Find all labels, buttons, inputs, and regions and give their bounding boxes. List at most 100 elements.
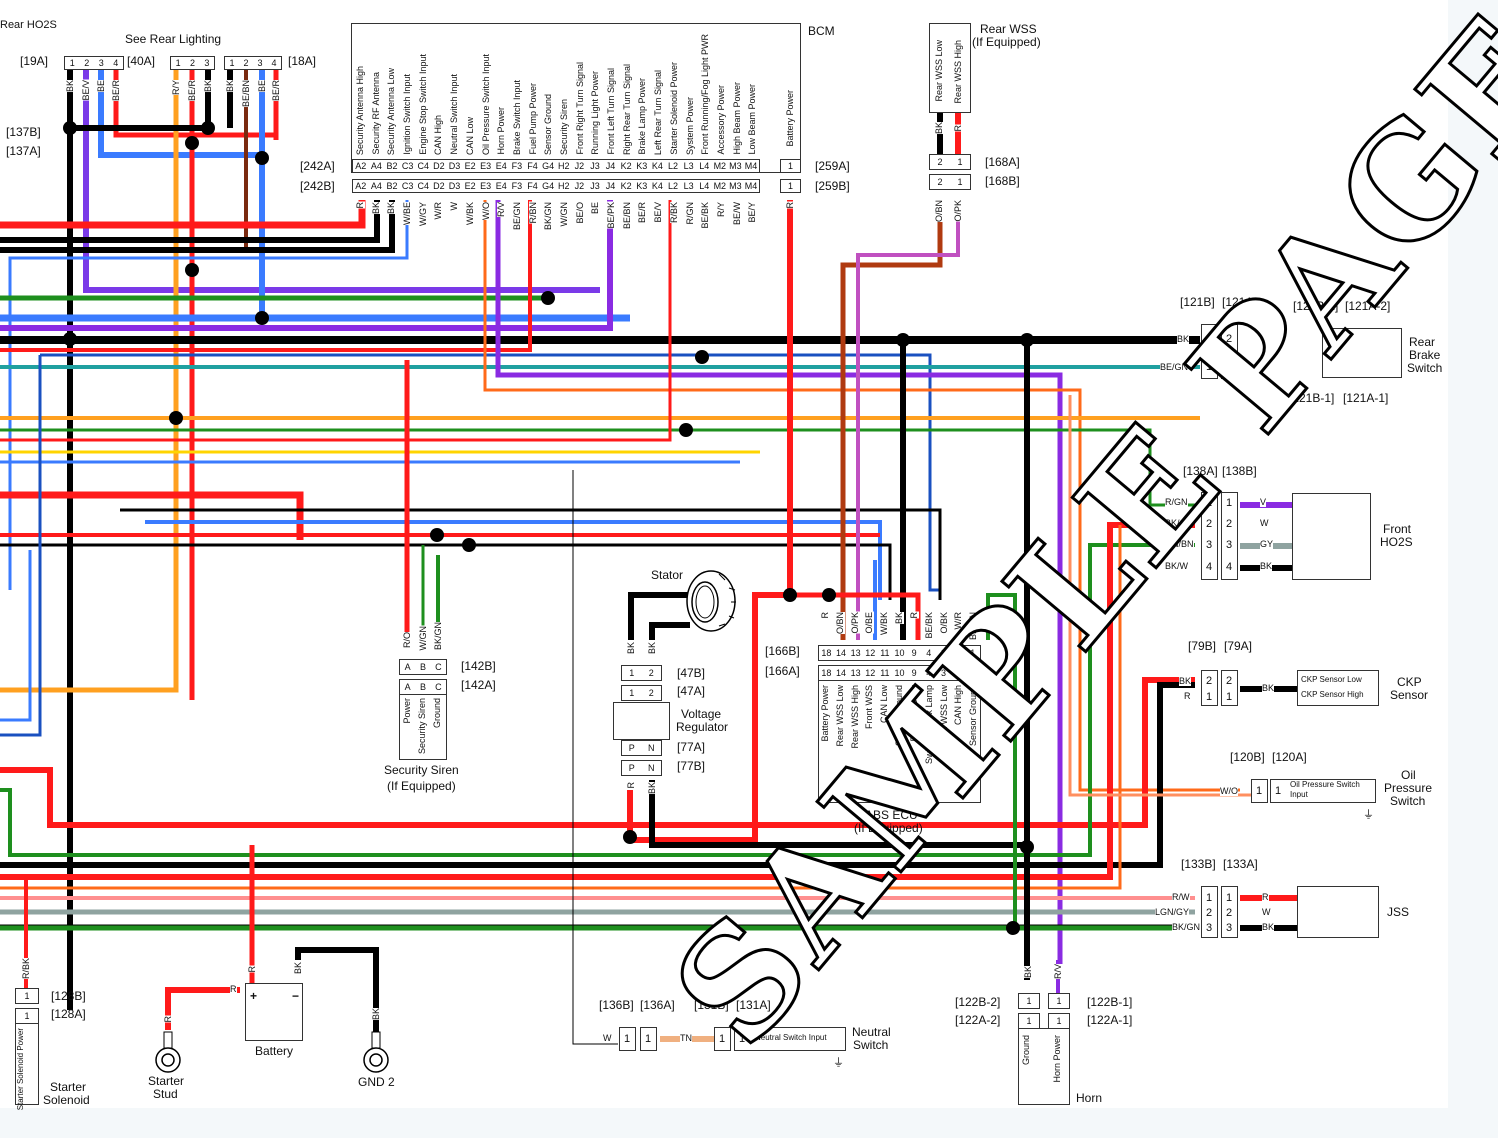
connector-136b	[619, 1027, 636, 1051]
connector-138b	[1221, 492, 1238, 580]
rear-brake-switch-module	[1322, 328, 1402, 378]
wire-label: W	[1260, 518, 1269, 528]
wire-label: R/Y	[171, 80, 181, 96]
connector-121a	[1221, 324, 1238, 379]
bcm-pin: B2	[386, 161, 398, 171]
splice	[462, 538, 476, 552]
splice	[541, 291, 555, 305]
wire-label: BK	[370, 202, 381, 215]
pin-label: 4	[1206, 561, 1213, 573]
bcm-pin: L2	[667, 161, 678, 171]
wire-r-a2	[0, 200, 366, 229]
wire-r-lower2	[0, 522, 1195, 880]
splice	[1020, 840, 1034, 854]
bcm-function-label: Left Rear Turn Signal	[653, 69, 664, 155]
splice	[185, 263, 199, 277]
wire-label: W/R	[433, 202, 444, 220]
bcm-pin: M2	[713, 181, 727, 191]
connector-136b-label: [136B]	[599, 998, 634, 1012]
wire-label: BE/O	[574, 202, 585, 224]
bcm-pin: J4	[605, 161, 616, 171]
pin-label: 1	[624, 1033, 631, 1045]
pin-label: 1	[1226, 361, 1233, 373]
pin-label: 1	[1206, 892, 1213, 904]
stator-title: Stator	[651, 568, 684, 582]
starter-stud-title-1: Starter	[148, 1074, 185, 1088]
abs-pin: 18	[821, 668, 832, 678]
wire-label: R/W	[1172, 892, 1190, 902]
wire-label: R	[626, 782, 636, 789]
bcm-pin: H2	[557, 181, 570, 191]
abs-pin: 3	[940, 648, 946, 658]
connector-128a-label: [128A]	[51, 1007, 86, 1021]
pin-label: 3	[1206, 922, 1213, 934]
wire-abs-obn	[840, 200, 943, 640]
bcm-pin: L4	[699, 161, 710, 171]
pin-label: 1	[1226, 497, 1233, 509]
wire-be	[98, 70, 265, 318]
wire-label: W/GN	[559, 202, 569, 227]
wire-label: W/GN	[418, 626, 428, 651]
wire-label: R	[1262, 892, 1269, 902]
bcm-pin: B2	[386, 181, 398, 191]
connector-168a-label: [168A]	[985, 155, 1020, 169]
splice	[896, 333, 910, 347]
oil-pressure-switch-module	[1270, 779, 1376, 803]
rear-wss-module	[929, 23, 971, 113]
bcm-pin: F4	[527, 181, 538, 191]
connector-79b	[1201, 670, 1218, 706]
wire-label: BK	[65, 80, 75, 93]
horn-ground-label: Ground	[1021, 1035, 1031, 1066]
connector-128b-label: [128B]	[51, 989, 86, 1003]
bcm-pin: F3	[511, 161, 523, 171]
bcm-pin: J4	[605, 181, 616, 191]
wire-label: R/BN	[527, 202, 538, 224]
wire-label: R	[908, 612, 919, 619]
wire-abs-gn	[986, 593, 1017, 925]
security-siren-module	[399, 694, 447, 760]
bcm-function-label: Security Antenna High	[355, 65, 365, 155]
wire-label: BK	[1260, 561, 1273, 571]
wire-reg-bk	[649, 780, 1030, 848]
connector-79a-label: [79A]	[1224, 639, 1253, 653]
wire-oil	[1068, 395, 1255, 797]
connector-79b-label: [79B]	[1188, 639, 1217, 653]
bcm-pin: J2	[574, 161, 585, 171]
voltage-regulator-module	[613, 702, 670, 740]
wire-label: BE	[257, 80, 267, 93]
abs-pin: 13	[850, 668, 861, 678]
bcm-pin: A2	[355, 161, 367, 171]
bcm-pin: E3	[480, 181, 492, 191]
battery-plus: +	[250, 989, 258, 1003]
rear-brake-switch-title-3: Switch	[1407, 361, 1443, 375]
bcm-pin: G4	[542, 161, 555, 171]
wire-label: V	[1260, 497, 1267, 507]
wire-loop-2	[0, 355, 42, 737]
voltage-regulator-title-1: Voltage	[681, 707, 722, 721]
wire-label: O/BE	[864, 612, 875, 634]
bcm-pin: K2	[620, 161, 632, 171]
abs-function-label: Battery Power	[820, 685, 830, 742]
gnd2-title: GND 2	[358, 1075, 395, 1089]
wire-be-v	[83, 70, 600, 293]
bcm-pin: A2	[355, 181, 367, 191]
splice	[63, 121, 77, 135]
oil-title-3: Switch	[1390, 794, 1426, 808]
wire-label: W/BE	[402, 202, 413, 226]
connector-138a	[1201, 492, 1218, 580]
bcm-pin: M4	[744, 161, 758, 171]
abs-pin: 4	[926, 648, 932, 658]
connector-137b-label: [137B]	[6, 125, 41, 139]
wire-bk-mid2	[0, 543, 892, 600]
rear-wss-subtitle: (If Equipped)	[972, 35, 1041, 49]
wire-label: GN/BN	[1165, 539, 1194, 549]
bcm-pin: J3	[590, 161, 600, 171]
pin-label: 2	[1226, 333, 1233, 345]
abs-pin: 11	[880, 668, 890, 678]
wire-label: BK	[626, 642, 636, 655]
